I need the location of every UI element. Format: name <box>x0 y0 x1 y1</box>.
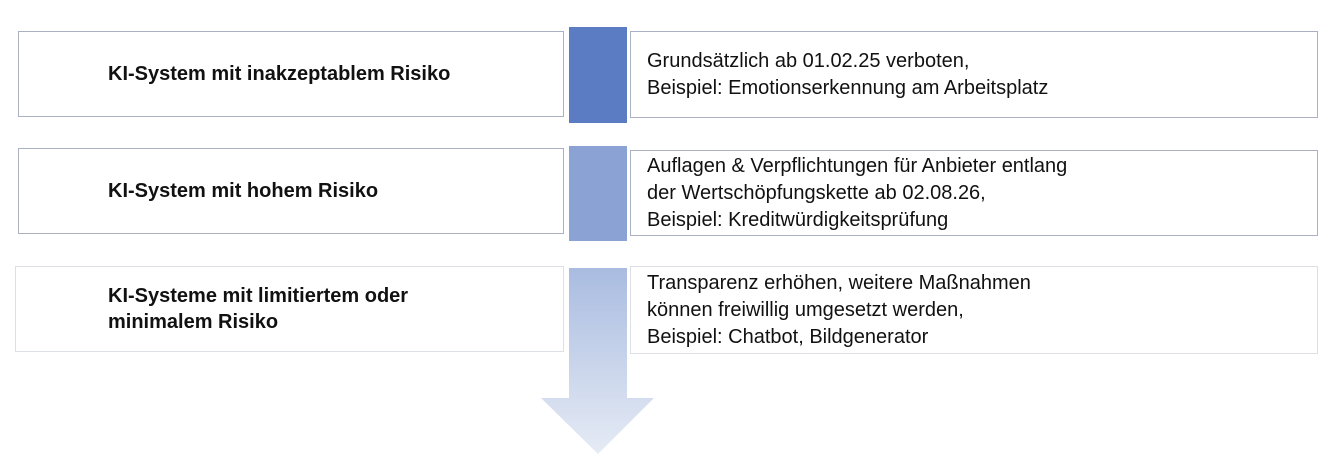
description-line: Beispiel: Kreditwürdigkeitsprüfung <box>647 208 949 231</box>
risk-arrow-down <box>541 268 654 454</box>
description-line: Beispiel: Emotionserkennung am Arbeitspl… <box>647 76 1049 99</box>
risk-bar-medium <box>569 146 627 241</box>
description-line: Transparenz erhöhen, weitere Maßnahmen <box>647 271 1031 294</box>
category-box-high: KI-System mit hohem Risiko <box>18 148 564 234</box>
category-label: KI-System mit hohem Risiko <box>108 180 379 202</box>
description-line: Beispiel: Chatbot, Bildgenerator <box>647 325 929 348</box>
risk-bar-high <box>569 27 627 123</box>
description-box-high: Auflagen & Verpflichtungen für Anbieter … <box>630 150 1318 236</box>
description-line: Grundsätzlich ab 01.02.25 verboten, <box>647 49 970 72</box>
category-line: minimalem Risiko <box>108 311 279 333</box>
description-box-unacceptable: Grundsätzlich ab 01.02.25 verboten, Beis… <box>630 31 1318 118</box>
category-label: KI-Systeme mit limitiertem oder minimalem… <box>108 283 408 335</box>
description-line: der Wertschöpfungskette ab 02.08.26, <box>647 181 986 204</box>
description-line: können freiwillig umgesetzt werden, <box>647 298 964 321</box>
description-box-limited: Transparenz erhöhen, weitere Maßnahmen k… <box>630 266 1318 354</box>
description-line: Auflagen & Verpflichtungen für Anbieter … <box>647 154 1068 177</box>
category-label: KI-System mit inakzeptablem Risiko <box>108 63 451 85</box>
category-box-limited: KI-Systeme mit limitiertem oder minimalem… <box>15 266 564 352</box>
category-line: KI-Systeme mit limitiertem oder <box>108 285 409 307</box>
category-box-unacceptable: KI-System mit inakzeptablem Risiko <box>18 31 564 117</box>
